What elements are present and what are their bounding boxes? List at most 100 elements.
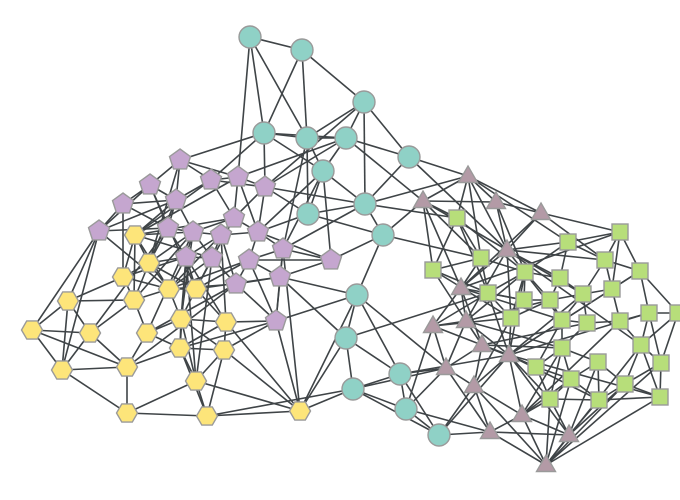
edge-379 [508,354,600,401]
edge-376 [545,362,662,466]
purple-pentagon-node-8 [87,219,111,241]
edge-296 [168,259,250,290]
edge-366 [481,322,588,346]
edge-176 [473,385,547,466]
green-square-node-13 [574,285,592,303]
edge-166 [473,385,491,433]
edge-143 [422,200,462,289]
green-square-node-24 [632,336,650,354]
edge-259 [382,234,482,259]
green-square-node-16 [553,311,571,329]
teal-circle-node-1 [238,25,262,49]
yellow-hexagon-node-20 [288,401,312,421]
edge-317 [61,230,100,371]
teal-circle-node-10 [353,192,377,216]
edge-254 [345,137,424,202]
yellow-hexagon-node-5 [184,279,208,299]
edge-253 [282,137,308,250]
green-square-node-17 [578,314,596,332]
teal-circle-node-17 [427,423,451,447]
teal-circle-node-8 [311,159,335,183]
mauve-triangle-node-15 [558,423,580,443]
yellow-hexagon-node-10 [78,323,102,343]
green-square-node-22 [527,358,545,376]
edge-190 [432,269,512,319]
edge-251 [179,132,265,161]
purple-pentagon-node-4 [164,188,188,210]
mauve-triangle-node-11 [435,356,457,376]
mauve-triangle-node-12 [463,374,485,394]
mauve-triangle-node-13 [511,403,533,423]
edge-260 [279,276,358,296]
edge-24 [356,294,401,375]
edge-129 [126,380,197,414]
edge-142 [422,200,497,203]
purple-pentagon-node-19 [224,272,248,294]
edge-327 [495,201,526,273]
green-square-node-8 [596,251,614,269]
purple-pentagon-node-18 [268,265,292,287]
edge-274 [210,132,265,181]
edge-136 [195,380,301,412]
edge-320 [195,257,213,382]
green-square-node-25 [562,370,580,388]
yellow-hexagon-node-4 [157,279,181,299]
edge-267 [405,325,434,410]
purple-pentagon-node-12 [222,206,246,228]
yellow-hexagon-node-11 [135,323,159,343]
edge-283 [220,234,227,323]
edge-378 [545,398,551,466]
green-square-node-5 [472,249,490,267]
purple-pentagon-node-11 [209,223,233,245]
edge-277 [134,176,239,236]
edge-335 [432,292,489,327]
purple-pentagon-node-2 [138,173,162,195]
teal-circle-node-15 [388,362,412,386]
edge-345 [545,383,626,466]
edge-1 [249,36,265,134]
edge-130 [61,369,128,414]
green-square-node-28 [541,390,559,408]
edge-316 [223,320,277,351]
edge-349 [506,241,569,251]
mauve-triangle-node-14 [479,420,501,440]
mauve-triangle-node-7 [455,309,477,329]
edge-311 [146,283,237,334]
purple-pentagon-node-13 [246,220,270,242]
yellow-hexagon-node-8 [169,309,193,329]
mauve-triangle-node-2 [412,189,434,209]
purple-pentagon-node-16 [200,246,224,268]
edge-137 [225,321,301,412]
edge-360 [508,293,584,356]
teal-circle-node-12 [345,283,369,307]
edge-89 [133,234,136,301]
edge-369 [465,320,563,349]
purple-pentagon-node-20 [319,248,343,270]
yellow-hexagon-node-12 [214,312,238,332]
edge-7 [363,101,410,158]
yellow-hexagon-node-1 [123,225,147,245]
edge-164 [508,354,523,416]
teal-circle-node-4 [252,121,276,145]
teal-circle-node-7 [397,145,421,169]
green-square-node-21 [553,339,571,357]
edge-141 [467,175,508,251]
green-square-node-29 [590,391,608,409]
edge-256 [322,170,332,261]
mauve-triangle-node-9 [471,333,493,353]
edge-180 [456,217,526,273]
mauve-triangle-node-4 [530,201,552,221]
purple-pentagon-node-9 [156,216,180,238]
edge-299 [275,320,301,412]
mauve-triangle-node-16 [535,453,557,473]
edge-131 [126,412,208,417]
yellow-hexagon-node-3 [111,267,135,287]
green-square-node-12 [541,291,559,309]
green-square-node-15 [502,309,520,327]
edge-383 [363,101,366,205]
yellow-hexagon-node-19 [195,406,219,426]
edge-295 [195,259,250,290]
edge-391 [275,294,358,322]
edge-323 [467,175,482,259]
purple-pentagon-node-6 [226,165,250,187]
